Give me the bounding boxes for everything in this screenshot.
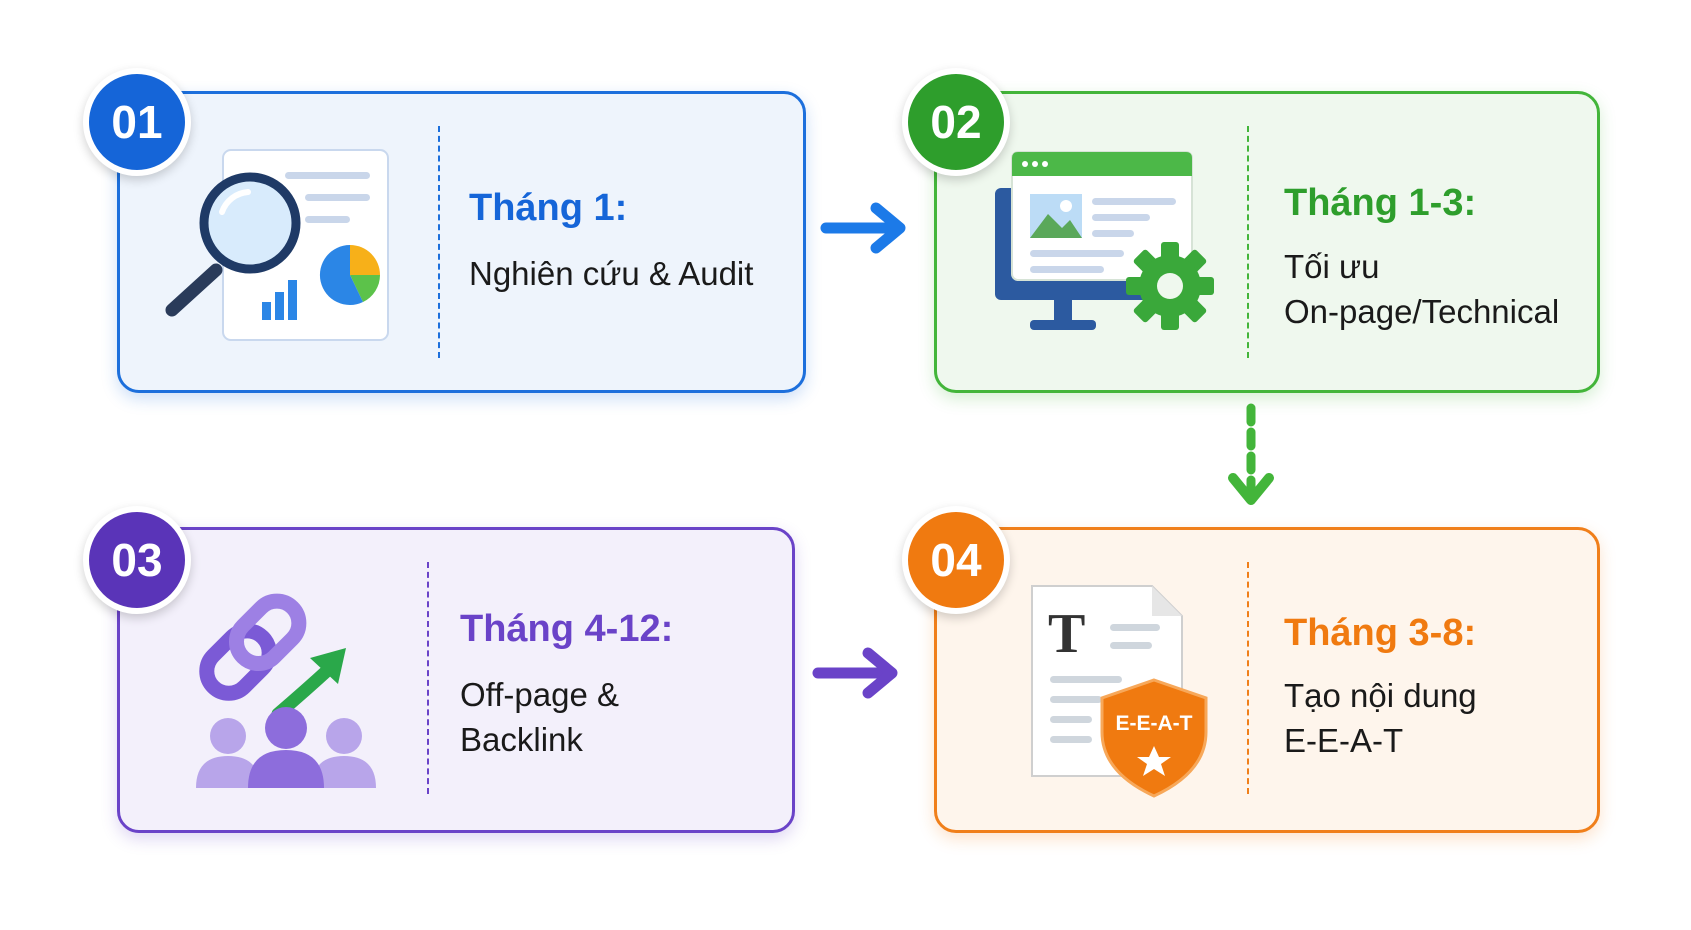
arrow-down-icon-02-04 [1228,403,1274,505]
link-people-growth-icon [196,593,376,788]
svg-text:T: T [1048,603,1085,665]
step-description-02-line-2: On-page/Technical [1284,293,1560,330]
step-description-02: Tối ưu On-page/Technical [1284,244,1559,334]
document-shield-icon: T E-E-A-T [1031,585,1208,798]
step-title-04: Tháng 3-8: [1284,612,1477,654]
step-description-02-line-1: Tối ưu [1284,248,1380,285]
step-description-04: Tạo nội dung E-E-A-T [1284,673,1477,763]
step-divider-04 [1247,562,1249,794]
step-badge-04: 04 [902,506,1010,614]
step-badge-01: 01 [83,68,191,176]
step-description-03: Off-page & Backlink [460,672,619,762]
step-title-02: Tháng 1-3: [1284,182,1477,224]
arrow-right-icon-01-02 [820,202,906,254]
monitor-gear-icon [995,151,1214,330]
step-description-03-line-2: Backlink [460,721,583,758]
arrow-right-icon-03-04 [812,647,898,699]
step-description-04-line-2: E-E-A-T [1284,722,1404,759]
shield-label: E-E-A-T [1116,712,1193,735]
step-description-01-line-1: Nghiên cứu & Audit [469,255,754,292]
step-title-03: Tháng 4-12: [460,608,674,650]
step-description-04-line-1: Tạo nội dung [1284,677,1477,714]
step-badge-03: 03 [83,506,191,614]
step-divider-02 [1247,126,1249,358]
step-divider-03 [427,562,429,794]
step-divider-01 [438,126,440,358]
step-badge-02: 02 [902,68,1010,176]
step-description-03-line-1: Off-page & [460,676,619,713]
step-description-01: Nghiên cứu & Audit [469,251,753,296]
step-title-01: Tháng 1: [469,187,628,229]
magnifier-analytics-icon [165,149,389,341]
